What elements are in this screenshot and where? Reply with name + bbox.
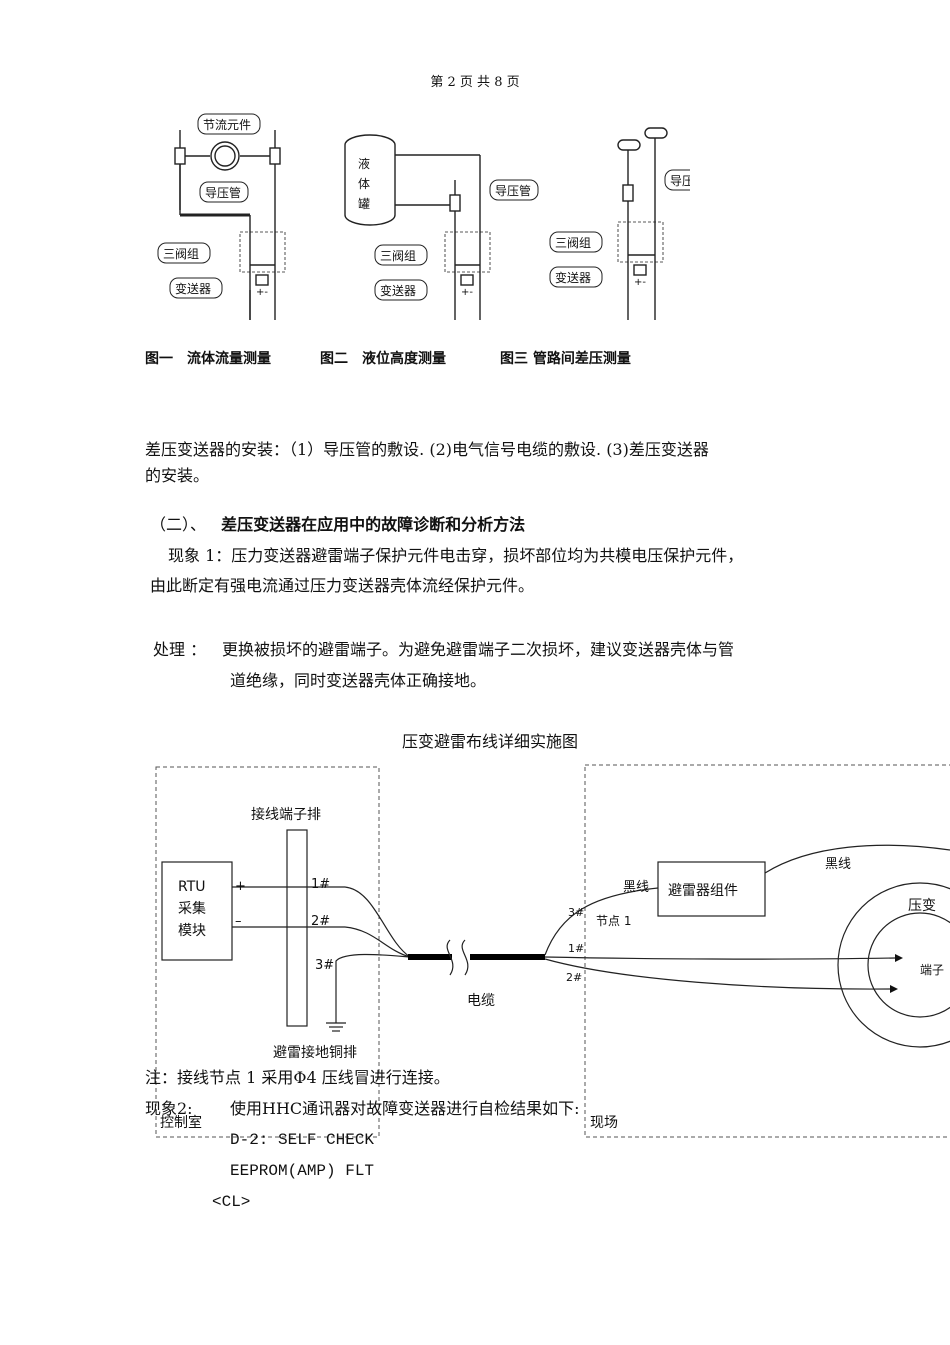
fig3-label-polarity: +- [634,277,646,288]
phenomenon2-text: 使用HHC通讯器对故障变送器进行自检结果如下: [230,1099,580,1118]
terminal-1-label: 1# [311,877,330,892]
fig2-label-pipe: 导压管 [495,183,531,198]
terminal-strip-label: 接线端子排 [251,806,321,823]
treatment-label: 处理 ： [153,640,207,659]
rtu-plus-sign: + [235,879,246,894]
rtu-minus-sign: – [235,914,242,929]
arrester-label: 避雷器组件 [668,883,738,899]
fig1-caption: 图一 流体流量测量 [145,350,271,367]
install-line-1: 差压变送器的安装：（1）导压管的敷设. (2)电气信号电缆的敷设. (3)差压变… [145,440,709,459]
treatment-line-1: 更换被损坏的避雷端子。为避免避雷端子二次损坏，建议变送器壳体与管 [222,640,735,659]
cable-label: 电缆 [467,993,495,1009]
fig1-label-pipe: 导压管 [205,185,241,200]
terminal-block-label: 端子 [920,963,944,977]
figure-3-diagram [617,127,668,320]
fig3-caption: 图三 管路间差压测量 [500,350,631,367]
cl-line: <CL> [212,1193,251,1211]
phenomenon1-line-2: 由此断定有强电流通过压力变送器壳体流经保护元件。 [150,576,535,595]
field-label: 现场 [590,1115,618,1131]
rtu-label-line3: 模块 [178,923,206,939]
fig2-label-char2: 体 [358,177,370,191]
terminal-3-label: 3# [315,958,334,973]
rtu-module-box [161,861,233,961]
phenomenon2-label: 现象2: [145,1099,193,1118]
black-wire-label-1: 黑线 [623,880,649,895]
install-line-2: 的安装。 [145,466,210,485]
arrester-box [657,861,766,917]
section-heading: （二）、 差压变送器在应用中的故障诊断和分析方法 [150,510,525,540]
fig1-label-polarity: +- [256,287,268,298]
self-check-line: D-2: SELF CHECK [230,1131,375,1149]
fig2-label-transmitter: 变送器 [380,283,416,298]
black-wire-label-2: 黑线 [825,857,851,872]
fig2-label-polarity: +- [461,287,473,298]
eeprom-fault-line: EEPROM(AMP) FLT [230,1162,375,1180]
field-boundary [584,764,950,1138]
phenomenon1-line-1: 现象 1：压力变送器避雷端子保护元件电击穿，损坏部位均为共模电压保护元件， [168,546,744,565]
transmitter-label: 压变 [908,898,936,914]
section-title: 差压变送器在应用中的故障诊断和分析方法 [221,515,526,534]
control-room-boundary [155,766,380,1138]
terminal-2-label: 2# [311,914,330,929]
fig3-label-pipe: 导压管 [670,173,690,188]
note-text: 注：接线节点 1 采用Φ4 压线冒进行连接。 [145,1068,450,1087]
rtu-label-line2: 采集 [178,900,206,917]
wiring-diagram-title: 压变避雷布线详细实施图 [401,732,578,751]
measurement-figures: 节流元件 导压管 三阀组 变送器 +- 液 体 罐 导压管 三阀组 变送器 +-… [145,113,690,367]
figure-1-diagram [174,130,286,320]
section-number: （二）、 [150,515,207,534]
fig2-label-valve-group: 三阀组 [380,249,416,263]
fig3-label-transmitter: 变送器 [555,270,591,285]
transmitter-inner-circle [867,912,950,1018]
fig1-label-transmitter: 变送器 [175,281,211,296]
page-number: 第 2 页 共 8 页 [430,75,520,90]
control-room-label: 控制室 [160,1114,202,1131]
treatment-line-2: 道绝缘，同时变送器壳体正确接地。 [230,671,487,690]
fig2-caption: 图二 液位高度测量 [320,350,446,367]
figure-2-diagram [344,134,491,320]
fig2-label-char3: 罐 [358,197,370,211]
field-wire-1-label: 1# [568,942,584,955]
ground-bar-label: 避雷接地铜排 [273,1044,357,1061]
terminal-strip [286,829,308,1027]
fig3-label-valve-group: 三阀组 [555,236,591,250]
node-1-label: 节点 1 [596,914,631,928]
transmitter-outer-circle [837,882,950,1048]
fig1-label-valve-group: 三阀组 [163,247,199,261]
field-wire-2-label: 2# [566,971,582,984]
wiring-diagram: 接线端子排 RTU 采集 模块 + – 1# 2# 3# 避雷接地铜排 电缆 避… [155,764,950,1138]
field-wire-3-label: 3# [568,906,584,919]
fig1-label-throttle: 节流元件 [203,118,251,132]
rtu-label-line1: RTU [178,879,206,895]
fig2-label-char1: 液 [358,156,370,171]
